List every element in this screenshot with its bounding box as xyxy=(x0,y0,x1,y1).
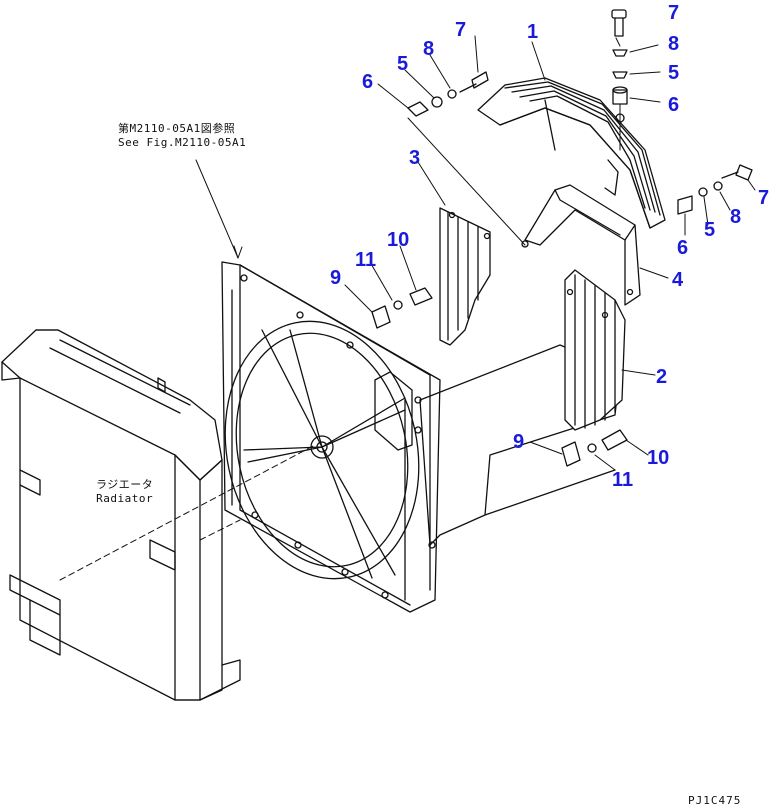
callout-3: 3 xyxy=(409,147,421,169)
drawing-code: PJ1C475 xyxy=(688,794,742,807)
radiator-label-en: Radiator xyxy=(96,492,154,505)
callout-6-left: 6 xyxy=(362,71,374,93)
callout-7-right: 7 xyxy=(758,187,770,209)
radiator xyxy=(1,329,241,701)
radiator-label: ラジエータ Radiator xyxy=(96,478,153,506)
callout-4: 4 xyxy=(672,269,684,291)
callout-8-right: 8 xyxy=(730,206,742,228)
callout-9-lower: 9 xyxy=(513,431,525,453)
part-2-guard xyxy=(564,269,626,431)
callout-5-top: 5 xyxy=(668,62,680,84)
callout-8-top: 8 xyxy=(668,33,680,55)
callout-10-lower: 10 xyxy=(647,447,670,469)
callout-6-right: 6 xyxy=(677,237,689,259)
part-3-guard xyxy=(439,207,491,346)
callout-11-lower: 11 xyxy=(612,469,634,491)
hardware xyxy=(371,9,753,467)
callout-10-upper: 10 xyxy=(387,229,410,251)
callout-9-upper: 9 xyxy=(330,267,342,289)
callout-6-top: 6 xyxy=(668,94,680,116)
callout-11-upper: 11 xyxy=(355,249,377,271)
callout-5-left: 5 xyxy=(397,53,409,75)
part-1-cover xyxy=(477,77,666,229)
callout-1: 1 xyxy=(527,21,539,43)
reference-note: 第M2110-05A1図参照 See Fig.M2110-05A1 xyxy=(118,122,246,150)
radiator-label-ja: ラジエータ xyxy=(96,478,154,491)
leader-lines xyxy=(59,35,756,581)
part-4-bracket xyxy=(521,184,641,306)
callout-8-left: 8 xyxy=(423,38,435,60)
reference-note-ja: 第M2110-05A1図参照 xyxy=(118,122,236,135)
callout-7-top: 7 xyxy=(668,2,680,24)
callout-2: 2 xyxy=(656,366,668,388)
fan-shroud xyxy=(221,261,441,613)
callout-5-right: 5 xyxy=(704,219,716,241)
callout-7-left: 7 xyxy=(455,19,467,41)
reference-note-en: See Fig.M2110-05A1 xyxy=(118,136,247,149)
